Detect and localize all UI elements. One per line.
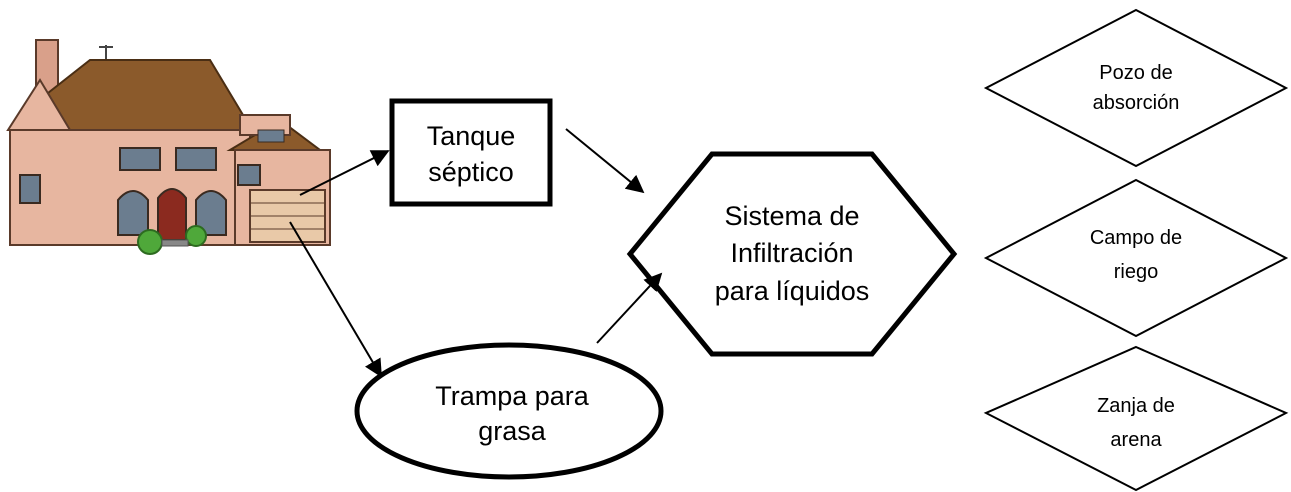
sistema-infiltracion-node: Sistema de Infiltración para líquidos (626, 151, 958, 357)
arrow-house-to-tanque (299, 150, 390, 196)
tanque-label-line2: séptico (428, 157, 514, 187)
zanja-label-line2: arena (1110, 429, 1162, 451)
arrow-tanque-to-sistema (565, 128, 645, 194)
arrow-trampa-to-sistema (596, 272, 663, 344)
tanque-septico-node: Tanque séptico (389, 98, 553, 207)
trampa-label-line1: Trampa para (435, 381, 590, 411)
zanja-arena-node: Zanja de arena (983, 345, 1289, 492)
sistema-label-line1: Sistema de (724, 201, 859, 231)
trampa-label-line2: grasa (478, 416, 547, 446)
house-icon (6, 39, 331, 255)
pozo-label-line2: absorción (1093, 92, 1180, 114)
sistema-label-line2: Infiltración (730, 238, 853, 268)
sistema-label-line3: para líquidos (715, 276, 870, 306)
campo-label-line1: Campo de (1090, 227, 1182, 249)
trampa-grasa-node: Trampa para grasa (354, 342, 664, 480)
tanque-label-line1: Tanque (427, 121, 516, 151)
arrow-house-to-trampa (289, 221, 382, 378)
pozo-absorcion-node: Pozo de absorción (983, 8, 1289, 168)
zanja-label-line1: Zanja de (1097, 395, 1175, 417)
campo-label-line2: riego (1114, 261, 1158, 283)
campo-riego-node: Campo de riego (983, 178, 1289, 338)
pozo-label-line1: Pozo de (1099, 62, 1172, 84)
